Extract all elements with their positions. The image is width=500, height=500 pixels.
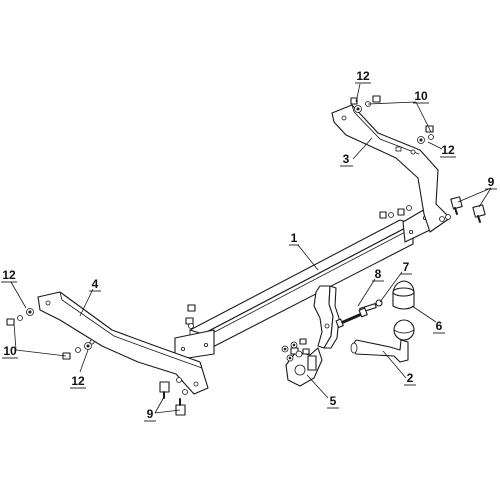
label-part-6: 6	[436, 319, 443, 333]
label-part-9-right: 9	[488, 175, 495, 189]
ball-neck	[350, 319, 415, 363]
bracket-fasteners	[281, 338, 310, 362]
beam-left-nuts	[185, 304, 196, 329]
label-part-12-left-bottom: 12	[71, 374, 85, 388]
right-side-bracket	[331, 104, 451, 233]
label-part-5: 5	[330, 394, 337, 408]
right-lower-bolts	[379, 196, 486, 223]
label-part-3: 3	[343, 152, 350, 166]
left-lower-bolts	[159, 377, 188, 416]
label-part-7: 7	[403, 260, 410, 274]
mounting-plate	[285, 347, 323, 387]
ball-cap	[392, 280, 415, 310]
label-part-2: 2	[407, 371, 414, 385]
label-part-1: 1	[291, 231, 298, 245]
part-labels: 1 2 3 4 5 6 7 8 9 9 10 10 12 12 12 12	[1, 69, 497, 422]
label-part-12-left-top: 12	[2, 268, 16, 282]
label-part-10-right: 10	[414, 89, 428, 103]
label-part-12-right-mid: 12	[441, 143, 455, 157]
coupling-bracket	[313, 285, 340, 349]
label-part-12-right-top: 12	[356, 69, 370, 83]
label-part-9-left: 9	[147, 407, 154, 421]
left-fasteners	[6, 308, 92, 360]
coupling-bolt	[335, 307, 368, 329]
label-part-8: 8	[375, 267, 382, 281]
cross-beam	[174, 204, 435, 361]
leader-lines	[10, 83, 492, 414]
label-part-4: 4	[92, 277, 99, 291]
label-part-10-left: 10	[3, 344, 17, 358]
left-side-bracket	[37, 291, 209, 395]
